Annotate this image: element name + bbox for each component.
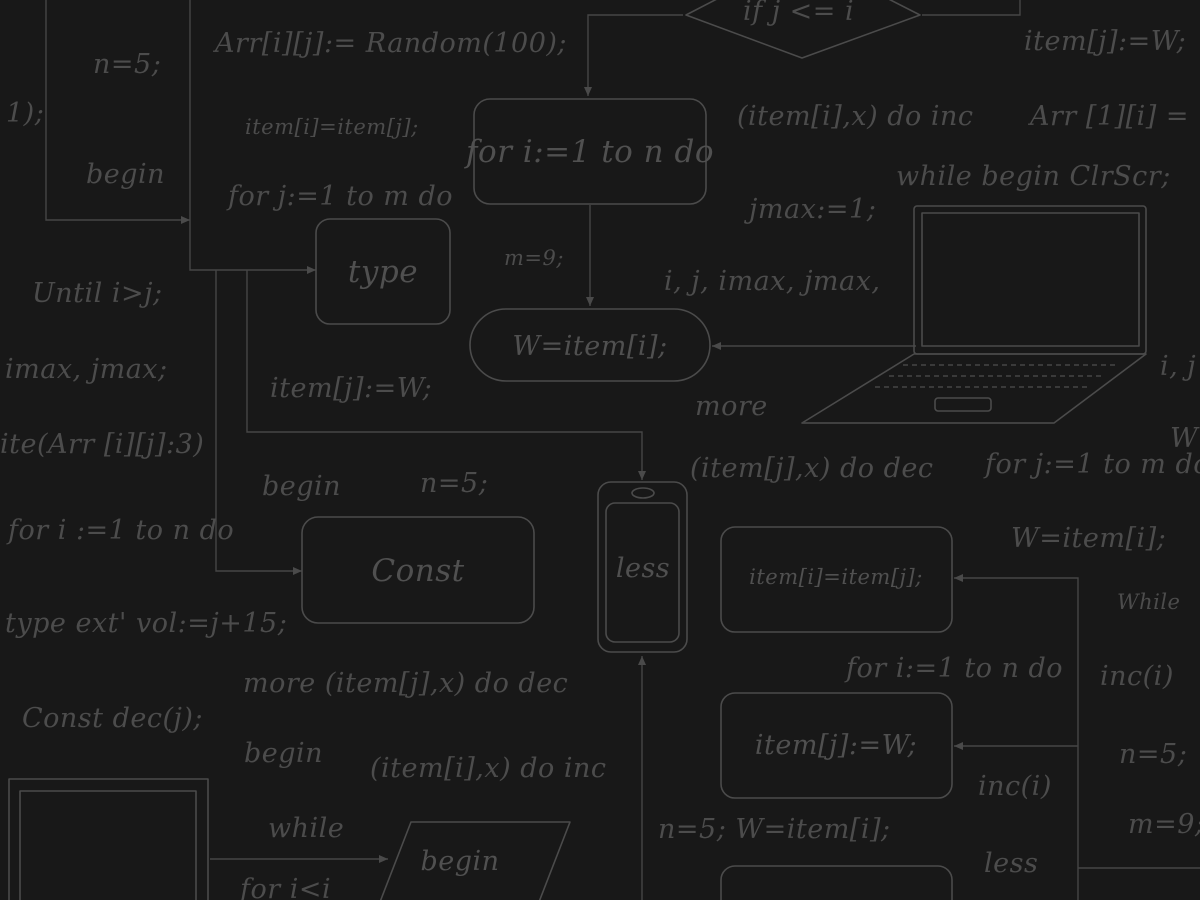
code-text: item[i]=item[j]; [245, 115, 419, 139]
code-text: While [1117, 590, 1180, 614]
code-text: for i:=1 to n do [844, 653, 1063, 684]
code-text: 1); [6, 98, 44, 129]
connector-lines [45, 0, 1200, 900]
process-box-item-assign [720, 692, 953, 799]
code-text: if j <= i [743, 0, 854, 27]
code-text: m=9; [504, 246, 564, 270]
box-label: less [616, 553, 670, 584]
flowchart-shapes [301, 0, 953, 900]
phone-doodle [597, 481, 688, 653]
code-text: imax, jmax; [5, 354, 168, 385]
code-text: for j:=1 to m do [226, 181, 453, 212]
process-box-bottom [720, 865, 953, 900]
code-text: i, j [1160, 351, 1196, 382]
box-label: Const [371, 553, 464, 589]
code-text: begin [86, 159, 165, 190]
code-text: W [1170, 423, 1200, 454]
code-text: begin [262, 471, 341, 502]
monitor-doodle [8, 778, 209, 900]
box-label: item[j]:=W; [755, 730, 917, 761]
code-text: (item[j],x) do dec [690, 453, 933, 484]
code-text: inc(i) [1100, 661, 1174, 692]
code-text: ite(Arr [i][j]:3) [0, 429, 204, 460]
code-text: n=5; [1119, 739, 1187, 770]
code-text: Arr[i][j]:= Random(100); [212, 28, 567, 59]
code-text: type ext' vol:=j+15; [5, 608, 287, 639]
process-box-const [301, 516, 535, 624]
laptop-doodle [801, 205, 1147, 424]
box-label: begin [420, 846, 499, 877]
code-text: item[j]:=W; [270, 373, 432, 404]
box-label: for i:=1 to n do [464, 134, 714, 170]
code-text: jmax:=1; [744, 194, 876, 225]
code-text: W=item[i]; [1011, 523, 1166, 554]
box-labels: for i:=1 to n do type W=item[i]; Const l… [348, 134, 923, 877]
box-label: type [348, 254, 418, 290]
code-text: Until i>j; [32, 278, 163, 309]
code-text: n=5; W=item[i]; [658, 814, 891, 845]
box-label: item[i]=item[j]; [749, 565, 923, 589]
process-box-type [315, 218, 451, 325]
code-text: more (item[j],x) do dec [243, 668, 568, 699]
code-text: item[j]:=W; [1024, 26, 1186, 57]
terminator-box-assign [469, 308, 711, 382]
code-text: more [695, 391, 768, 422]
code-text: m=9; [1128, 809, 1200, 840]
decision-diamond [685, 0, 921, 59]
code-text: (item[i],x) do inc [737, 101, 974, 132]
code-text: while [268, 813, 344, 844]
code-text: begin [244, 738, 323, 769]
code-text: for i :=1 to n do [6, 515, 234, 546]
code-text: n=5; [93, 49, 161, 80]
code-text: n=5; [420, 468, 488, 499]
process-box-for-loop [473, 98, 707, 205]
process-box-item-swap [720, 526, 953, 633]
code-text: Const dec(j); [22, 703, 203, 734]
code-text: i, j, imax, jmax, [664, 266, 880, 297]
box-label: W=item[i]; [512, 331, 667, 362]
code-text: for j:=1 to m do [983, 449, 1200, 480]
code-text: for i<i [238, 874, 331, 900]
code-text: inc(i) [978, 771, 1052, 802]
io-parallelogram [379, 821, 571, 900]
code-text: Arr [1][i] = [1027, 101, 1189, 132]
code-text: less [984, 848, 1038, 879]
code-text: while begin ClrScr; [896, 161, 1171, 192]
code-text: (item[i],x) do inc [370, 753, 607, 784]
